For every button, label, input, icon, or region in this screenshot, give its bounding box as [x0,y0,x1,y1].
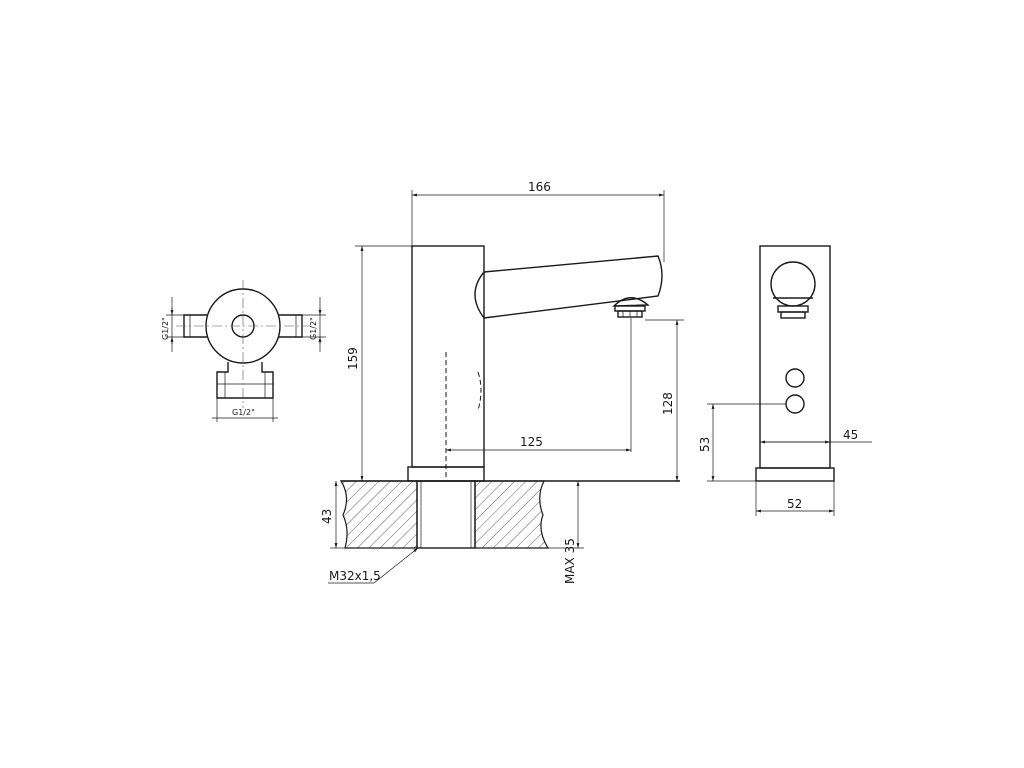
counter-left [339,480,418,549]
dim-total-height: 159 [346,347,360,370]
left-connection-label: G1/2" [161,317,170,340]
threaded-shank [416,480,476,549]
top-view: G1/2" G1/2" G1/2" [161,280,326,422]
dim-max-thickness: MAX 35 [563,538,577,584]
front-base [755,467,835,482]
spout [483,255,663,319]
dim-side-depth: 45 [843,428,858,442]
front-body [759,245,831,469]
counter-right [474,480,550,549]
dim-sensor-height: 53 [698,437,712,452]
front-aerator [780,311,806,319]
side-view: 166 159 128 125 43 MAX 35 M32x1,5 [320,180,684,584]
sensor-lower [785,394,805,414]
dim-base-width: 52 [787,497,802,511]
aerator-dome [612,297,650,307]
front-view: 53 45 52 [698,245,872,516]
dim-outlet-height: 128 [661,392,675,415]
sensor-hidden-line [477,371,482,411]
dim-reach: 125 [520,435,543,449]
spout-joint [474,271,485,319]
sensor-upper [785,368,805,388]
faucet-body [411,245,485,468]
bottom-connection-label: G1/2" [232,408,255,417]
spout-front [770,261,816,307]
right-connection-label: G1/2" [309,317,318,340]
dim-total-length: 166 [528,180,551,194]
dim-counter-thickness: 43 [320,509,334,524]
bottom-port [216,362,274,399]
thread-label: M32x1,5 [329,569,381,583]
